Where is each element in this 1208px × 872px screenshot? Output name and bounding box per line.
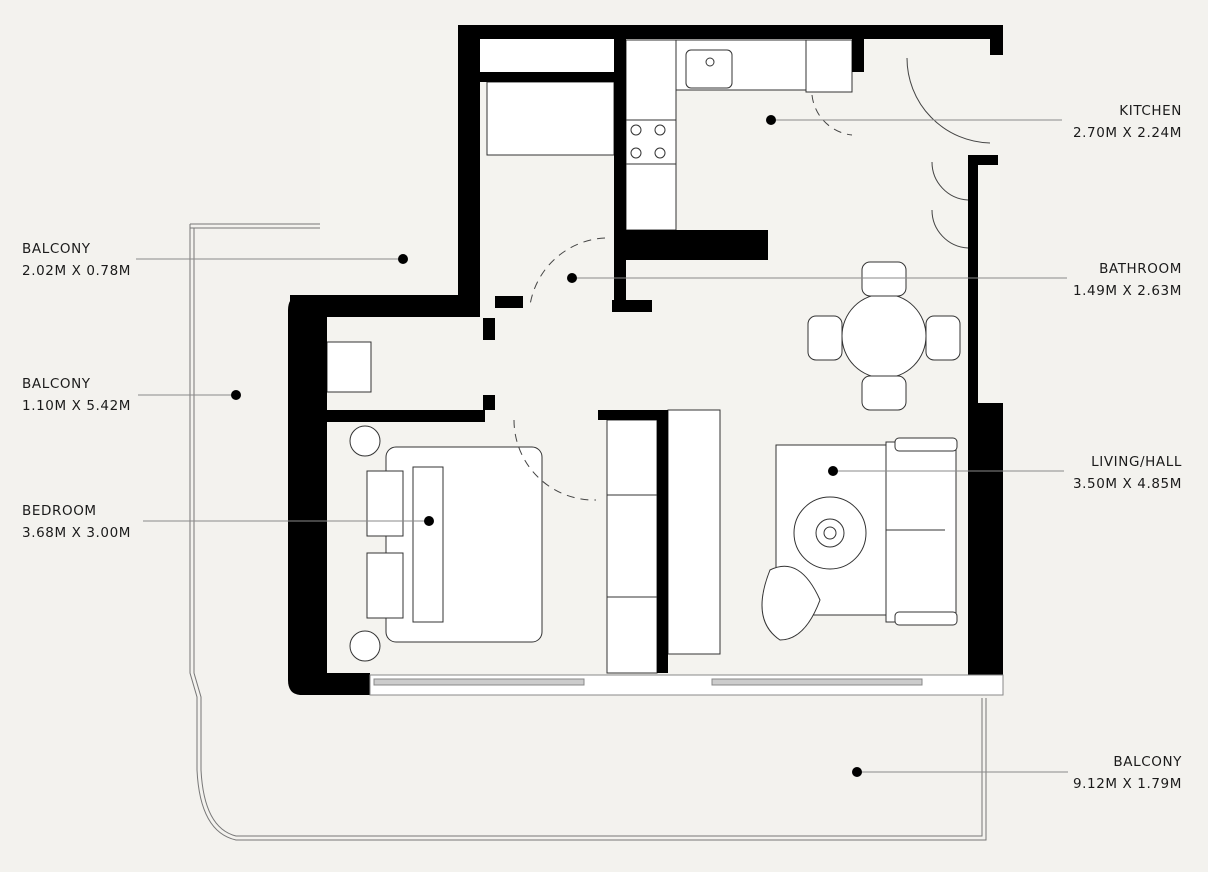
room-name: BEDROOM xyxy=(22,503,97,519)
room-label-living-hall: LIVING/HALL 3.50M X 4.85M xyxy=(1073,451,1182,495)
walls xyxy=(288,25,1003,695)
room-dimensions: 2.02M X 0.78M xyxy=(22,263,132,279)
furniture xyxy=(326,38,961,674)
room-label-balcony-side: BALCONY 1.10M X 5.42M xyxy=(22,373,131,417)
room-marker-living-hall xyxy=(828,466,838,476)
room-label-bedroom: BEDROOM 3.68M X 3.00M xyxy=(22,500,131,544)
room-name: BALCONY xyxy=(22,376,91,392)
room-label-kitchen: KITCHEN 2.70M X 2.24M xyxy=(1073,100,1182,144)
door-swings xyxy=(513,57,991,501)
room-dimensions: 3.50M X 4.85M xyxy=(1072,476,1182,492)
room-dimensions: 2.70M X 2.24M xyxy=(1072,125,1182,141)
room-marker-kitchen xyxy=(766,115,776,125)
room-markers xyxy=(231,115,862,777)
leader-lines xyxy=(136,119,1068,773)
room-marker-balcony-top xyxy=(398,254,408,264)
room-label-bathroom: BATHROOM 1.49M X 2.63M xyxy=(1073,258,1182,302)
room-name: KITCHEN xyxy=(1119,103,1182,119)
room-marker-balcony-main xyxy=(852,767,862,777)
room-marker-bathroom xyxy=(567,273,577,283)
room-name: BATHROOM xyxy=(1099,261,1182,277)
room-dimensions: 3.68M X 3.00M xyxy=(22,525,132,541)
room-dimensions: 9.12M X 1.79M xyxy=(1072,776,1182,792)
room-label-balcony-main: BALCONY 9.12M X 1.79M xyxy=(1073,751,1182,795)
room-marker-bedroom xyxy=(424,516,434,526)
room-marker-balcony-side xyxy=(231,390,241,400)
room-label-balcony-top: BALCONY 2.02M X 0.78M xyxy=(22,238,131,282)
room-name: BALCONY xyxy=(1113,754,1182,770)
room-name: LIVING/HALL xyxy=(1091,454,1182,470)
room-dimensions: 1.10M X 5.42M xyxy=(22,398,132,414)
room-dimensions: 1.49M X 2.63M xyxy=(1072,283,1182,299)
room-name: BALCONY xyxy=(22,241,91,257)
window-strip xyxy=(369,674,1004,696)
